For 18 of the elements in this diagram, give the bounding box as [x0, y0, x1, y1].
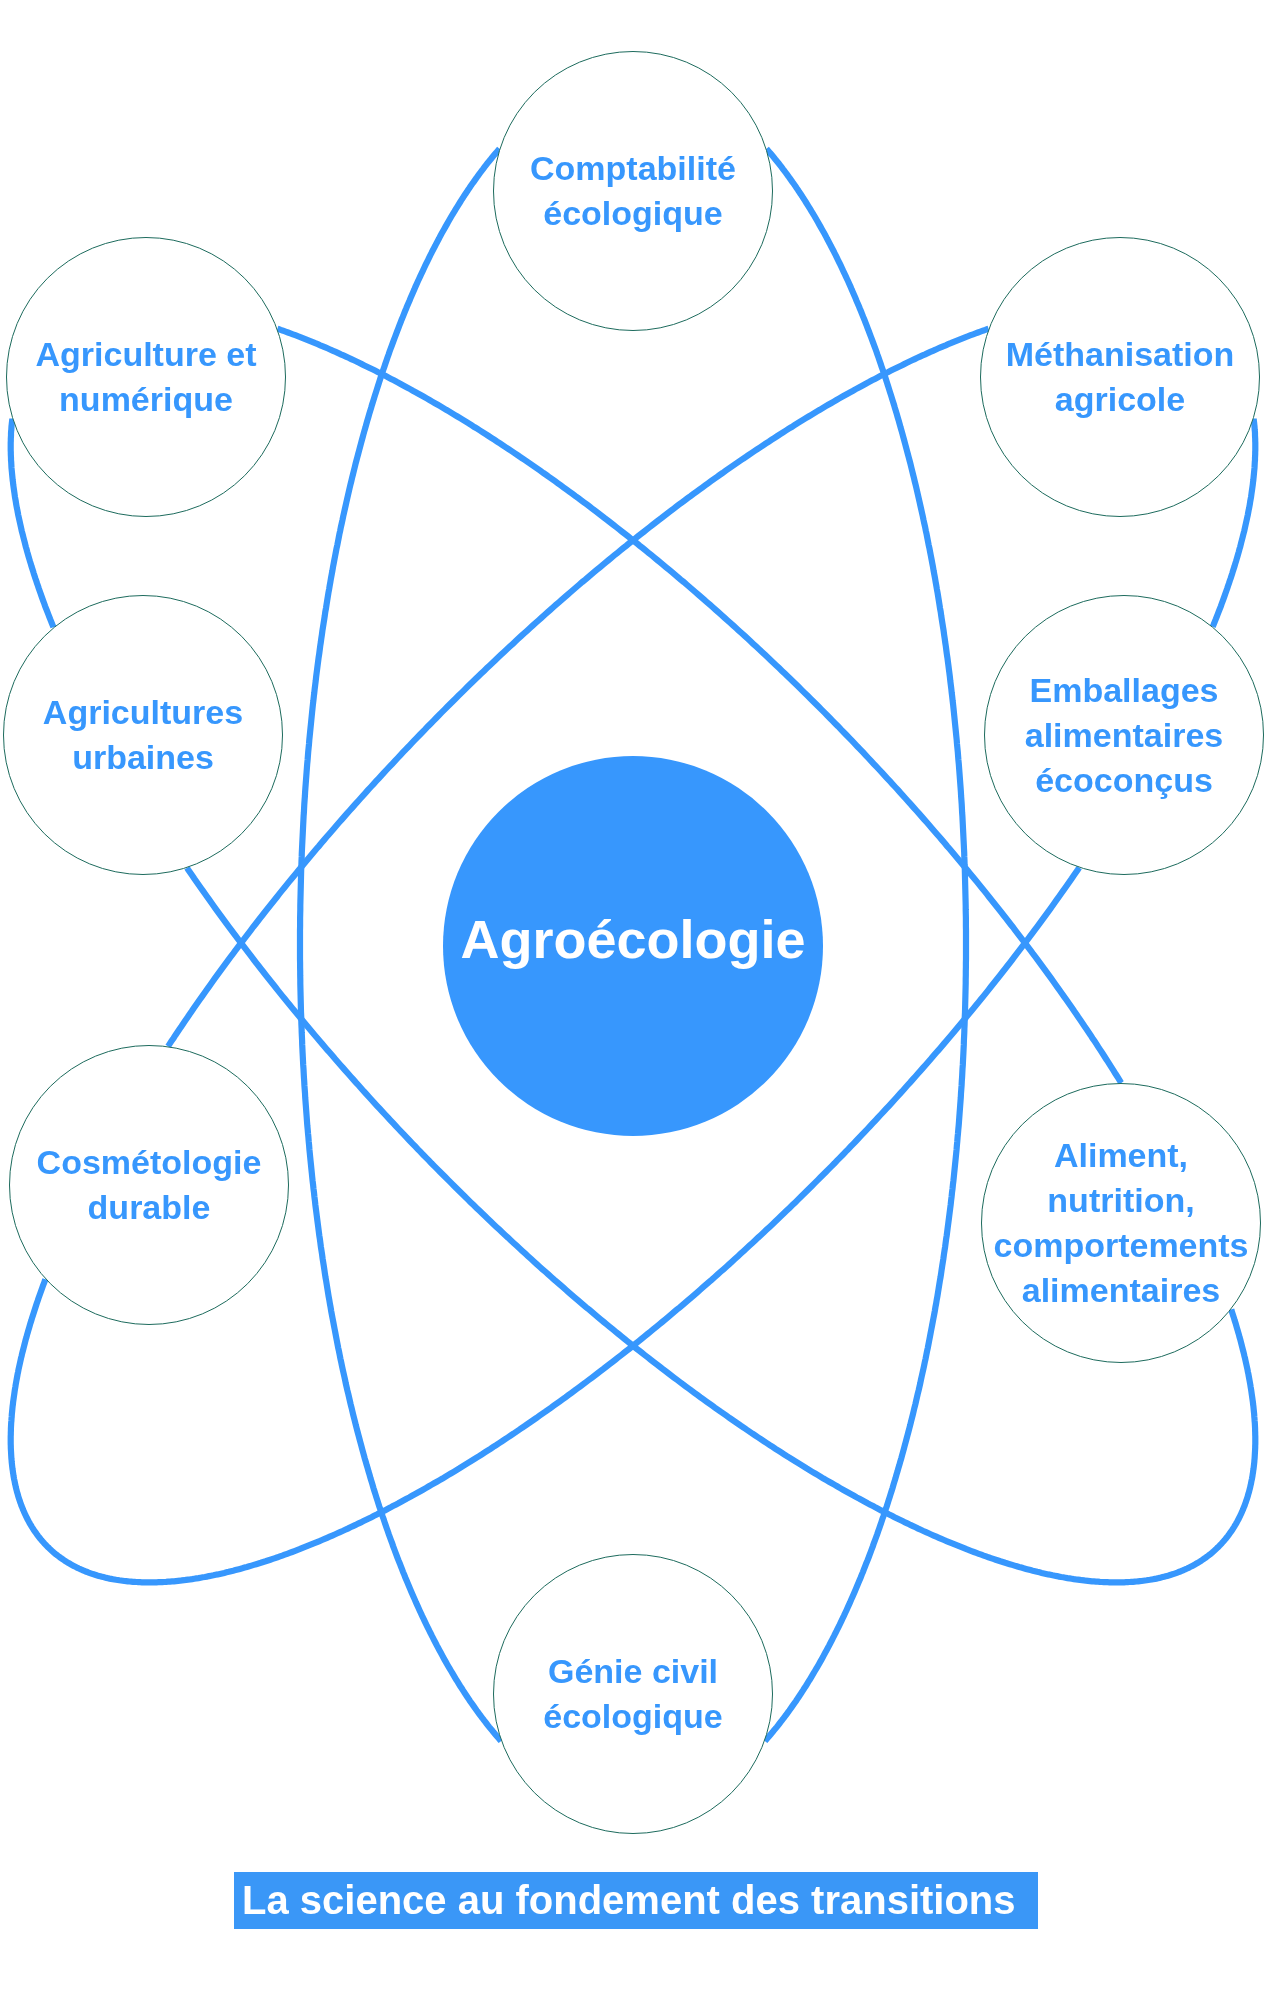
topic-label: Méthanisation agricole — [1004, 334, 1236, 420]
orbit-line — [7, 416, 57, 631]
orbit-line — [762, 146, 970, 1744]
topic-label: Aliment, nutrition, comportements alimentaires — [992, 1135, 1250, 1311]
orbit-line — [7, 865, 1082, 1586]
orbit-line — [184, 866, 1259, 1586]
topic-label: Agricultures urbaines — [41, 692, 245, 778]
topic-label: Emballages alimentaires écoconçus — [1023, 669, 1225, 801]
orbit-line — [165, 325, 991, 1048]
topic-label: Agriculture et numérique — [34, 334, 258, 420]
orbit-line — [296, 146, 504, 1744]
orbit-line — [275, 325, 1125, 1086]
central-label: Agroécologie — [460, 908, 806, 970]
caption-banner: La science au fondement des transitions — [234, 1872, 1038, 1929]
topic-label: Cosmétologie durable — [35, 1142, 263, 1228]
topic-label: Comptabilité écologique — [529, 148, 737, 234]
topic-label: Génie civil écologique — [542, 1651, 724, 1737]
orbit-line — [1209, 416, 1259, 628]
